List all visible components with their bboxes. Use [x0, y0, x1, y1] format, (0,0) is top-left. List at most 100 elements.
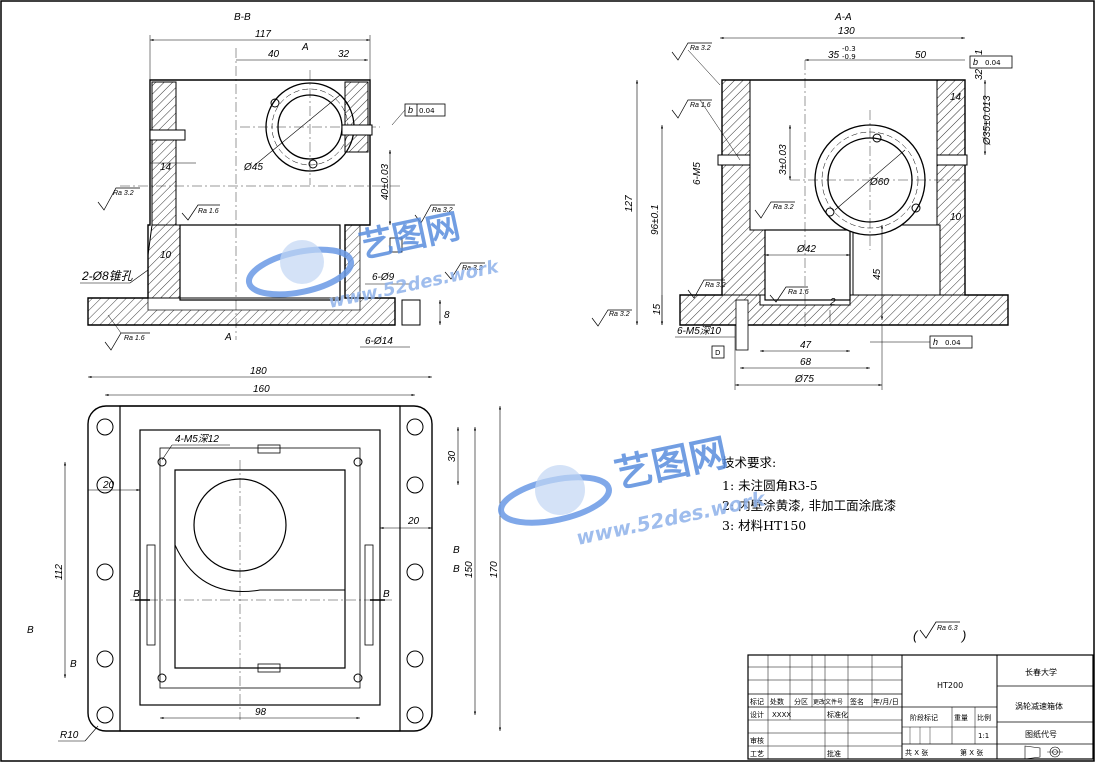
roughness-aa-1: Ra 3.2	[671, 42, 721, 86]
section-b-right-mid: B	[383, 589, 390, 600]
label-6-phi9: 6-Ø9	[372, 272, 395, 283]
label-4-m5: 4-M5深12	[175, 433, 219, 445]
dim-10-aa: 10	[950, 212, 962, 223]
svg-text:Ra 1.6: Ra 1.6	[124, 335, 145, 342]
label-2-phi8: 2-Ø8锥孔	[81, 269, 134, 283]
dim-150: 150	[464, 561, 475, 578]
dim-68: 68	[800, 357, 812, 368]
section-aa-title: A-A	[834, 12, 852, 23]
dim-112: 112	[54, 564, 65, 580]
flat-datum-b: b	[408, 105, 413, 115]
roughness-bb-1: Ra 3.2	[97, 187, 140, 211]
tb-row-mark: 标记	[750, 697, 764, 706]
tech-title: 技术要求:	[722, 455, 776, 470]
tb-weight-label: 重量	[954, 714, 968, 722]
dim-98: 98	[255, 707, 267, 718]
roughness-bb-4: Ra 3.2	[444, 262, 485, 280]
svg-text:Ra 3.2: Ra 3.2	[432, 207, 453, 214]
flat-tol: 0.04	[419, 107, 435, 115]
tech-requirements: 技术要求: 1: 未注圆角R3-5 2: 内壁涂黄漆, 非加工面涂底漆 3: 材…	[722, 455, 896, 533]
roughness-aa-3: Ra 3.2	[754, 201, 795, 219]
dim-20-right: 20	[407, 516, 420, 527]
dim-32: 32	[338, 49, 350, 60]
dim-phi60: Ø60	[869, 177, 889, 188]
dim-127: 127	[624, 195, 635, 212]
dim-180: 180	[250, 366, 267, 377]
dim-30: 30	[447, 450, 458, 462]
svg-text:Ra 3.2: Ra 3.2	[609, 311, 630, 318]
plan-view: 180 160 4-M5深12	[27, 366, 502, 742]
tb-standard: 标准化	[827, 710, 848, 719]
roughness-aa-4: Ra 3.2	[687, 279, 726, 299]
dim-10-bb: 10	[160, 250, 172, 261]
tb-approve: 批准	[827, 749, 841, 758]
dim-35-upper: -0.3	[842, 45, 856, 53]
dim-3: 3±0.03	[778, 144, 789, 175]
tb-row-zone: 分区	[794, 697, 808, 706]
svg-text:Ra 3.2: Ra 3.2	[690, 45, 711, 52]
tb-sheets-total: 共 X 张	[905, 748, 928, 757]
dim-phi45: Ø45	[243, 162, 263, 173]
general-roughness: ( Ra 6.3 )	[913, 621, 966, 643]
watermark-logo-1: 艺图网	[356, 206, 464, 266]
roughness-aa-6: Ra 3.2	[591, 309, 632, 327]
dim-phi42: Ø42	[796, 244, 816, 255]
roughness-bb-3: Ra 3.2	[414, 204, 455, 224]
dim-130: 130	[838, 26, 855, 37]
dim-6-m5: 6-M5	[692, 162, 703, 185]
section-b-right-top2: B	[453, 564, 460, 575]
dim-35-lower: -0.9	[842, 53, 856, 61]
svg-text:(: (	[913, 628, 919, 643]
roughness-bb-5: Ra 1.6	[104, 314, 150, 351]
section-b-left-mid: B	[133, 589, 140, 600]
dim-40-tol: 40±0.03	[380, 163, 391, 200]
svg-text:): )	[960, 628, 966, 643]
dim-20-left: 20	[102, 480, 115, 491]
dim-14-aa: 14	[950, 92, 962, 103]
tb-row-sign: 签名	[850, 697, 864, 706]
svg-text:D: D	[715, 349, 720, 357]
dim-phi35: Ø35±0.013	[982, 95, 993, 146]
section-mark-a-bottom: A	[224, 332, 232, 343]
dim-45: 45	[872, 268, 883, 280]
tb-design: 设计	[750, 710, 764, 719]
dim-40: 40	[268, 49, 280, 60]
section-mark-a-top: A	[301, 42, 309, 53]
roughness-ra63: Ra 6.3	[937, 625, 958, 632]
section-aa-view: A-A 130 35 -0.3 -0.9 50 Ø60 127 96±0.	[591, 12, 1013, 390]
svg-text:Ra 1.6: Ra 1.6	[198, 208, 219, 215]
dim-15: 15	[652, 303, 663, 315]
svg-text:Ra 3.2: Ra 3.2	[705, 282, 726, 289]
tol-b-datum: b	[973, 57, 978, 67]
dim-14-bb: 14	[160, 162, 172, 173]
tb-process: 工艺	[750, 750, 764, 758]
svg-text:0.04: 0.04	[985, 59, 1001, 67]
watermark-logo-2: 艺图网	[611, 430, 732, 497]
roughness-bb-2: Ra 1.6	[181, 204, 220, 221]
tb-part-name: 涡轮减速箱体	[1015, 701, 1063, 711]
roughness-aa-2: Ra 1.6	[671, 99, 741, 161]
dim-8: 8	[444, 310, 450, 321]
dim-phi75: Ø75	[794, 374, 814, 385]
section-b-far-left: B	[27, 625, 34, 636]
tb-row-count: 处数	[770, 697, 784, 706]
tb-design-val: XXXX	[772, 711, 791, 719]
tb-review: 审核	[750, 736, 764, 745]
tb-row-date: 年/月/日	[873, 697, 899, 706]
dim-96: 96±0.1	[650, 204, 661, 235]
dim-117: 117	[255, 29, 271, 40]
tech-item-1: 1: 未注圆角R3-5	[722, 478, 818, 493]
section-b-right-top: B	[453, 545, 460, 556]
roughness-aa-5: Ra 1.6	[769, 286, 809, 303]
dim-50: 50	[915, 50, 927, 61]
dim-170: 170	[489, 561, 500, 578]
section-bb-title: B-B	[234, 12, 251, 23]
label-m5-depth: 6-M5深10	[677, 325, 721, 337]
section-b-bottom: B	[70, 659, 77, 670]
tb-row-doc: 更改文件号	[813, 698, 843, 706]
label-6-phi14: 6-Ø14	[365, 336, 393, 347]
watermark-1: 艺图网 www.52des.work	[245, 206, 501, 313]
svg-text:0.04: 0.04	[945, 339, 961, 347]
